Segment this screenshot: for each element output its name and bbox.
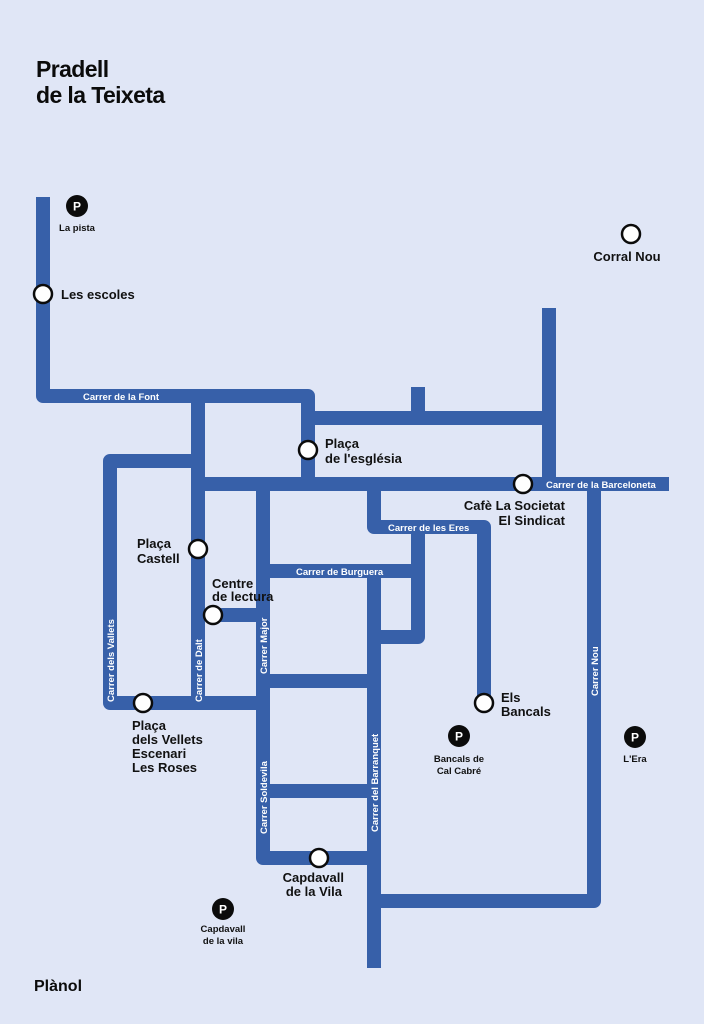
parking-capdavall[interactable]: P Capdavall de la vila bbox=[201, 898, 246, 947]
stop-placa-castell[interactable] bbox=[187, 538, 209, 560]
place-centre-2: de lectura bbox=[212, 589, 274, 604]
parking-icon: P bbox=[73, 200, 81, 214]
place-vellets-2: dels Vellets bbox=[132, 732, 203, 747]
label-carrer-dalt: Carrer de Dalt bbox=[194, 638, 205, 702]
street-labels: Carrer de la Font Carrer de la Barcelone… bbox=[83, 392, 657, 834]
label-carrer-major: Carrer Major bbox=[259, 617, 270, 674]
place-les-escoles: Les escoles bbox=[61, 287, 135, 302]
footer-label: Plànol bbox=[34, 978, 83, 995]
place-vellets-1: Plaça bbox=[132, 718, 167, 733]
place-capdavall-2: de la Vila bbox=[286, 884, 343, 899]
stop-cafe-societat[interactable] bbox=[512, 473, 534, 495]
stop-els-bancals[interactable] bbox=[473, 692, 495, 714]
parking-la-pista[interactable]: P La pista bbox=[59, 195, 96, 234]
label-carrer-barceloneta: Carrer de la Barceloneta bbox=[546, 480, 657, 491]
place-bancals-1: Els bbox=[501, 690, 521, 705]
stop-placa-vellets[interactable] bbox=[132, 692, 154, 714]
parkings: P La pista P Bancals de Cal Cabré P L'Er… bbox=[59, 195, 647, 947]
parking-icon: P bbox=[631, 731, 639, 745]
street-nou[interactable] bbox=[374, 484, 601, 908]
label-carrer-barranquet: Carrer del Barranquet bbox=[370, 733, 381, 832]
street-font[interactable] bbox=[36, 197, 315, 484]
map-title: Pradell de la Teixeta bbox=[36, 56, 165, 108]
place-labels: Les escoles Plaça de l'església Cafè La … bbox=[61, 249, 661, 899]
place-vellets-3: Escenari bbox=[132, 746, 186, 761]
street-eres[interactable] bbox=[367, 484, 491, 703]
stop-capdavall-vila[interactable] bbox=[308, 847, 330, 869]
label-carrer-nou: Carrer Nou bbox=[590, 646, 601, 696]
parking-label-lera: L'Era bbox=[623, 754, 647, 765]
place-cafe-2: El Sindicat bbox=[499, 513, 566, 528]
streets bbox=[36, 197, 669, 968]
place-bancals-2: Bancals bbox=[501, 704, 551, 719]
label-carrer-soldevila: Carrer Soldevila bbox=[259, 760, 270, 834]
stop-les-escoles[interactable] bbox=[32, 283, 54, 305]
place-esglesia-1: Plaça bbox=[325, 436, 360, 451]
place-capdavall-1: Capdavall bbox=[283, 870, 344, 885]
place-castell-2: Castell bbox=[137, 551, 180, 566]
parking-lera[interactable]: P L'Era bbox=[623, 726, 647, 765]
parking-label-la-pista: La pista bbox=[59, 223, 96, 234]
place-vellets-4: Les Roses bbox=[132, 760, 197, 775]
stop-centre-lectura[interactable] bbox=[202, 604, 224, 626]
label-carrer-font: Carrer de la Font bbox=[83, 392, 160, 403]
parking-label-capdavall-1: Capdavall bbox=[201, 924, 246, 935]
parking-label-cal-cabre-1: Bancals de bbox=[434, 754, 484, 765]
street-eres-link[interactable] bbox=[374, 527, 425, 644]
label-carrer-eres: Carrer de les Eres bbox=[388, 523, 469, 534]
stop-corral-nou[interactable] bbox=[620, 223, 642, 245]
place-cafe-1: Cafè La Societat bbox=[464, 498, 566, 513]
parking-label-capdavall-2: de la vila bbox=[203, 936, 244, 947]
parking-icon: P bbox=[455, 730, 463, 744]
title-line-1: Pradell bbox=[36, 56, 109, 82]
place-esglesia-2: de l'església bbox=[325, 451, 403, 466]
title-line-2: de la Teixeta bbox=[36, 82, 165, 108]
parking-label-cal-cabre-2: Cal Cabré bbox=[437, 766, 481, 777]
place-centre-1: Centre bbox=[212, 576, 253, 591]
place-castell-1: Plaça bbox=[137, 536, 172, 551]
place-corral-nou: Corral Nou bbox=[593, 249, 660, 264]
parking-icon: P bbox=[219, 903, 227, 917]
label-carrer-vallets: Carrer dels Vallets bbox=[106, 619, 117, 702]
stop-placa-esglesia[interactable] bbox=[297, 439, 319, 461]
street-major[interactable] bbox=[256, 484, 374, 865]
street-top-left[interactable] bbox=[103, 454, 263, 710]
label-carrer-burguera: Carrer de Burguera bbox=[296, 567, 384, 578]
points-of-interest bbox=[32, 223, 642, 869]
parking-cal-cabre[interactable]: P Bancals de Cal Cabré bbox=[434, 725, 484, 777]
